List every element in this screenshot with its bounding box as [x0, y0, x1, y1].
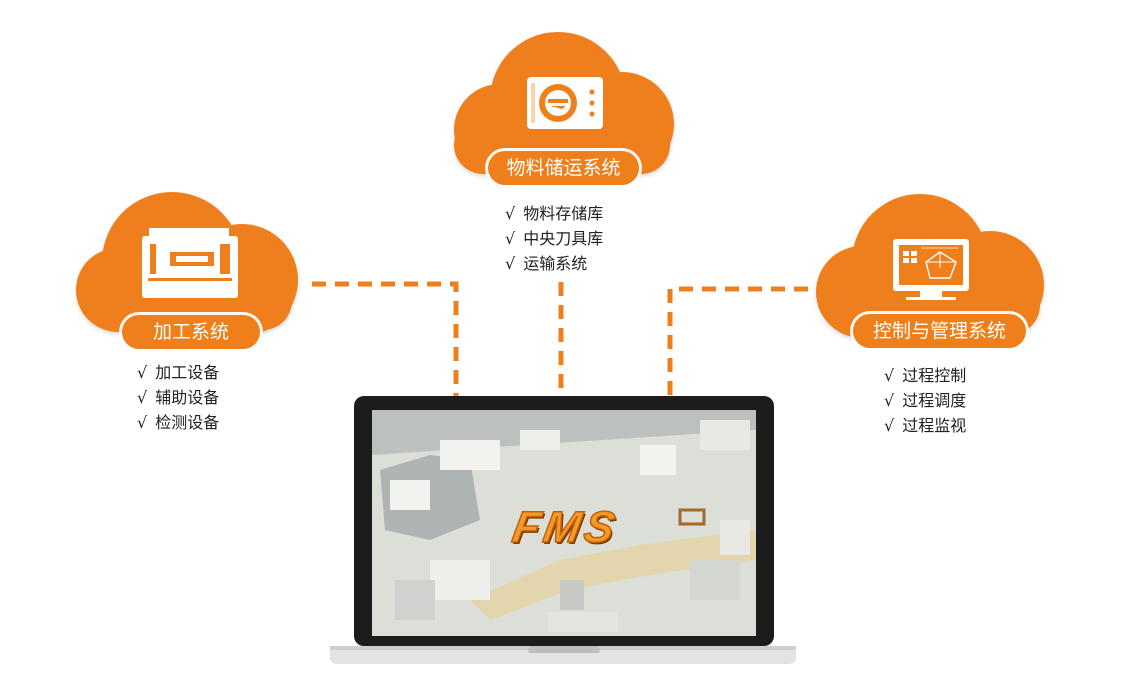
feature-list-control: √过程控制 √过程调度 √过程监视: [884, 363, 966, 438]
list-item: √运输系统: [505, 254, 588, 273]
fms-logo: FMS: [508, 502, 623, 553]
list-item: √过程调度: [884, 391, 967, 410]
list-item: √检测设备: [137, 413, 220, 432]
node-title-control: 控制与管理系统: [853, 314, 1026, 348]
monitor-analytics-icon: [893, 239, 969, 300]
feature-list-processing: √加工设备 √辅助设备 √检测设备: [137, 360, 219, 435]
feature-list-material: √物料存储库 √中央刀具库 √运输系统: [505, 201, 603, 276]
list-item: √过程监视: [884, 416, 967, 435]
laptop-icon: [330, 396, 796, 664]
list-item: √过程控制: [884, 366, 967, 385]
storage-machine-icon: [527, 77, 603, 129]
list-item: √中央刀具库: [505, 229, 604, 248]
factory-scene-image: [372, 410, 756, 636]
list-item: √辅助设备: [137, 388, 220, 407]
cnc-machine-icon: [142, 228, 238, 298]
connector-processing: [312, 281, 459, 396]
connectors: [312, 281, 808, 396]
list-item: √物料存储库: [505, 204, 604, 223]
connector-control: [667, 286, 808, 396]
node-title-processing: 加工系统: [122, 315, 260, 349]
node-title-material: 物料储运系统: [488, 151, 639, 185]
list-item: √加工设备: [137, 363, 220, 382]
